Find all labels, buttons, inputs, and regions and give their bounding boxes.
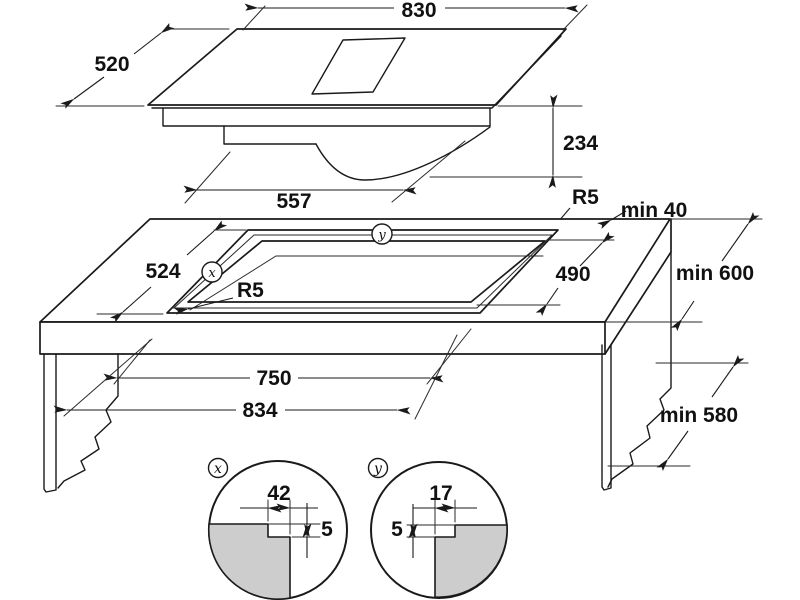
dim-hob-depth-label: 520	[94, 53, 129, 76]
dim-hob-body-height-label: 234	[563, 132, 598, 155]
worktop-front-face	[39, 321, 606, 355]
cutout-step-edge	[172, 234, 554, 309]
callout-x-label: x	[208, 266, 216, 281]
dim-hob-width-label: 830	[401, 0, 436, 22]
callout-y-label: y	[377, 228, 386, 243]
detail-y-callout-label: y	[373, 461, 383, 477]
hob-housing-step	[223, 125, 317, 145]
dim-min600: min 600	[605, 211, 763, 332]
dim-hob-body-width-label: 557	[276, 190, 311, 213]
callout-y: y	[371, 223, 393, 245]
dim-cutout-depth-left-label: 524	[145, 260, 180, 283]
detail-x-step-depth-label: 5	[321, 518, 333, 541]
dim-750: 750	[103, 328, 472, 390]
hob-skirt	[162, 107, 491, 127]
hob-bowl	[315, 126, 491, 181]
label-min40: min 40	[597, 199, 688, 229]
dim-557: 557	[183, 140, 466, 213]
left-panel-broken-edge	[57, 353, 119, 489]
dim-cutout-depth-right-label: 490	[555, 263, 590, 286]
min-edge-distance-label: min 40	[621, 199, 688, 222]
callout-y-circle	[371, 223, 393, 245]
detail-x-ledge-width-label: 42	[267, 482, 290, 505]
dim-524: 524	[96, 220, 247, 323]
cutout-corner-radius-label: R5	[237, 279, 264, 302]
detail-y-section	[434, 524, 508, 598]
vent-opening	[311, 37, 406, 95]
label-r5-cutout: R5	[173, 279, 264, 315]
detail-x-callout-circle	[207, 457, 229, 479]
left-leg	[43, 353, 57, 493]
detail-x-section	[207, 523, 291, 600]
cutout-inner-wall-edge	[189, 255, 544, 311]
min-worktop-depth-label: min 600	[676, 262, 754, 285]
callout-x: x	[201, 261, 223, 283]
detail-y-ledge-width-label: 17	[429, 482, 452, 505]
label-r5-top: R5	[545, 186, 599, 234]
worktop-cutout	[166, 229, 559, 314]
dim-234: 234	[429, 94, 598, 189]
dim-520: 520	[55, 22, 230, 109]
dim-cutout-width-inner-label: 750	[256, 367, 291, 390]
detail-y-callout-circle	[367, 457, 389, 479]
callout-x-circle	[201, 261, 223, 283]
detail-x-callout-label: x	[214, 461, 222, 477]
hob-corner-radius-label: R5	[572, 186, 599, 209]
dim-min580: min 580	[607, 354, 749, 471]
dim-490: 490	[476, 231, 615, 317]
dim-cutout-width-outer-label: 834	[242, 399, 277, 422]
detail-y: 17 5 y	[367, 457, 508, 599]
detail-x: 42 5 x	[207, 457, 348, 600]
dim-830: 830	[242, 0, 588, 31]
right-leg	[601, 344, 612, 491]
hob-top-view	[147, 28, 567, 181]
min-clearance-below-label: min 580	[660, 404, 738, 427]
right-panel-broken-edge	[607, 251, 672, 488]
detail-y-step-depth-label: 5	[391, 518, 403, 541]
dim-834: 834	[53, 334, 458, 422]
